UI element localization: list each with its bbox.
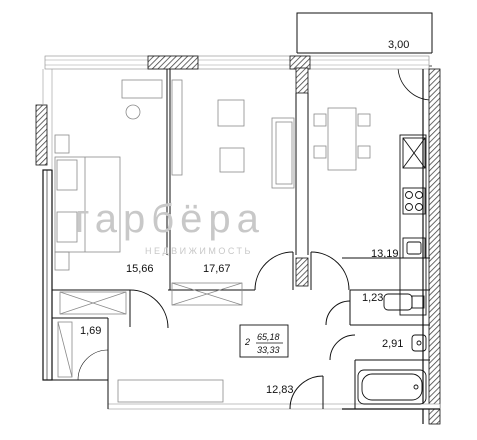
living-area: 33,33 <box>257 345 280 355</box>
bathtub <box>357 369 427 405</box>
hall-shelf <box>117 379 224 403</box>
column <box>289 55 311 70</box>
watermark-brand: гарбёра <box>75 197 265 241</box>
armchair <box>217 99 245 127</box>
coffee-table <box>219 147 245 173</box>
wardrobe <box>59 291 127 315</box>
tv-stand <box>171 79 183 176</box>
dining-table <box>327 107 357 171</box>
stove <box>402 187 426 215</box>
rooms-count: 2 <box>244 337 250 347</box>
doors <box>77 251 356 410</box>
top-window-wall <box>44 55 430 94</box>
watermark-subtitle: НЕДВИЖИМОСТЬ <box>145 246 253 256</box>
bathroom-area-label: 2,91 <box>382 338 403 350</box>
room-area-label: 17,67 <box>203 263 231 275</box>
partitions <box>52 69 430 409</box>
column <box>295 67 309 94</box>
kitchen-area-label: 13,19 <box>371 248 399 260</box>
fridge <box>402 137 426 169</box>
toilet <box>383 293 413 311</box>
kitchen-fixtures <box>399 134 427 316</box>
balcony-door-swing <box>397 65 433 101</box>
total-area: 65,18 <box>257 332 280 342</box>
bathroom-fixtures <box>357 293 427 405</box>
column <box>295 257 309 287</box>
sofa <box>271 117 295 189</box>
hallway-area-label: 12,83 <box>266 384 294 396</box>
bed <box>54 156 121 253</box>
right-wall <box>422 68 441 425</box>
desk <box>121 79 163 99</box>
living-area-label: 15,66 <box>126 263 154 275</box>
storage-area-label: 1,69 <box>80 325 101 337</box>
watermark: гарбёра НЕДВИЖИМОСТЬ <box>75 197 265 256</box>
toilet-area-label: 1,23 <box>362 292 383 304</box>
chair <box>125 104 141 120</box>
apartment-summary: 2 65,18 33,33 <box>239 324 289 358</box>
furniture <box>54 79 371 403</box>
hall-cabinet <box>171 282 243 306</box>
bottom-wall <box>52 379 441 410</box>
sink <box>402 237 426 259</box>
balcony-area-label: 3,00 <box>388 39 409 51</box>
washbasin <box>411 334 427 352</box>
column <box>147 55 199 70</box>
left-wall <box>35 69 53 381</box>
